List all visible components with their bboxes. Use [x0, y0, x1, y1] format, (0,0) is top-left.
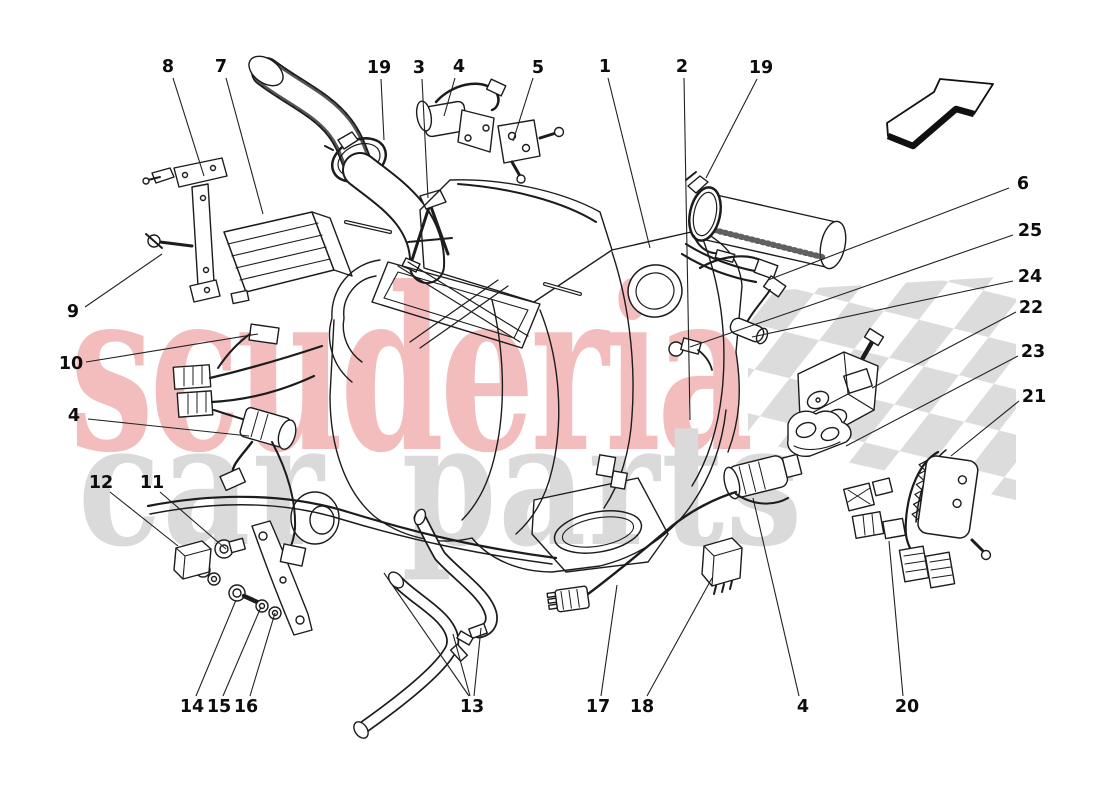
part-label-16-22: 16	[234, 697, 258, 717]
leader-line-9-15	[84, 253, 163, 308]
part-label-25-10: 25	[1018, 221, 1042, 241]
part-label-1-6: 1	[599, 57, 611, 77]
part-label-5-5: 5	[532, 58, 544, 78]
part-label-14-20: 14	[180, 697, 204, 717]
leader-line-23-13	[845, 355, 1019, 447]
part-label-13-23: 13	[460, 697, 484, 717]
leader-line-17-24	[600, 584, 618, 697]
part-label-18-25: 18	[630, 697, 654, 717]
leader-line-10-16	[85, 333, 259, 363]
connectors-20	[843, 477, 907, 540]
part-label-24-11: 24	[1018, 267, 1042, 287]
part-label-20-27: 20	[895, 697, 919, 717]
main-housing	[290, 179, 762, 573]
leader-line-25-10	[689, 234, 1014, 348]
part-label-23-13: 23	[1021, 342, 1045, 362]
intake-duct	[248, 55, 371, 175]
part-label-3-3: 3	[413, 58, 425, 78]
leader-line-13-23	[473, 627, 482, 697]
part-label-2-7: 2	[676, 57, 688, 77]
leader-line-21-14	[950, 400, 1020, 457]
duct-elbow	[342, 152, 446, 284]
part-label-9-15: 9	[67, 302, 79, 322]
mounting-bracket-8-9	[142, 157, 228, 303]
leader-line-24-11	[751, 280, 1014, 338]
part-label-21-14: 21	[1022, 387, 1046, 407]
bracket-11-cluster	[173, 520, 313, 636]
leader-line-18-25	[646, 577, 713, 697]
ecu-21	[898, 449, 992, 589]
connector-17	[546, 490, 738, 613]
leader-lines	[84, 77, 1020, 697]
thumbscrew-9	[145, 233, 194, 249]
part-label-15-21: 15	[207, 697, 231, 717]
diagram-line-art	[142, 55, 992, 739]
part-label-4-4: 4	[453, 57, 465, 77]
leader-line-13-23	[452, 633, 471, 697]
evaporator-core-7	[223, 211, 353, 305]
part-label-19-8: 19	[749, 58, 773, 78]
leader-line-4-26	[752, 497, 800, 697]
leader-line-3-3	[421, 78, 429, 199]
direction-arrow-icon	[886, 78, 994, 150]
leader-line-14-20	[195, 599, 237, 697]
solenoid-4-left	[239, 407, 297, 450]
part-label-19-2: 19	[367, 58, 391, 78]
part-label-17-24: 17	[586, 697, 610, 717]
leader-line-7-1	[225, 77, 264, 215]
sleeve-19-right	[685, 171, 847, 270]
part-label-12-18: 12	[89, 473, 113, 493]
leader-line-12-18	[109, 491, 179, 547]
leader-line-5-5	[512, 77, 534, 142]
mounting-plate-5	[497, 119, 565, 184]
sensor-25	[668, 337, 713, 371]
washer-15	[255, 599, 269, 613]
part-label-4-17: 4	[68, 406, 80, 426]
leader-line-22-12	[871, 311, 1017, 389]
relay-18	[701, 537, 743, 595]
underbody-cables	[146, 495, 558, 565]
leader-line-4-17	[87, 418, 250, 437]
part-label-10-16: 10	[59, 354, 83, 374]
leader-line-8-0	[172, 77, 205, 177]
solenoid-valve-4-top	[415, 78, 507, 153]
relay-12	[173, 540, 212, 580]
leader-line-20-27	[888, 540, 904, 697]
leader-line-19-2	[380, 78, 385, 141]
leader-line-6-9	[767, 187, 1010, 281]
leader-line-15-21	[222, 606, 262, 697]
duct-bracket-3	[401, 189, 453, 273]
part-label-7-1: 7	[215, 57, 227, 77]
actuator-motor-4-bottom	[723, 453, 803, 505]
leader-line-2-7	[683, 77, 691, 421]
part-label-6-9: 6	[1017, 174, 1029, 194]
part-label-22-12: 22	[1019, 298, 1043, 318]
leader-line-11-19	[159, 491, 227, 550]
leader-line-4-4	[443, 77, 456, 117]
leader-line-19-8	[705, 78, 758, 179]
part-label-4-26: 4	[797, 697, 809, 717]
leader-line-16-22	[249, 612, 276, 697]
harness-10	[172, 323, 324, 567]
leader-line-1-6	[607, 77, 651, 249]
gasket-23	[787, 410, 852, 457]
part-label-11-19: 11	[140, 473, 164, 493]
leader-line-13-23	[383, 572, 470, 697]
hoses-13	[353, 508, 498, 739]
part-label-8-0: 8	[162, 57, 174, 77]
